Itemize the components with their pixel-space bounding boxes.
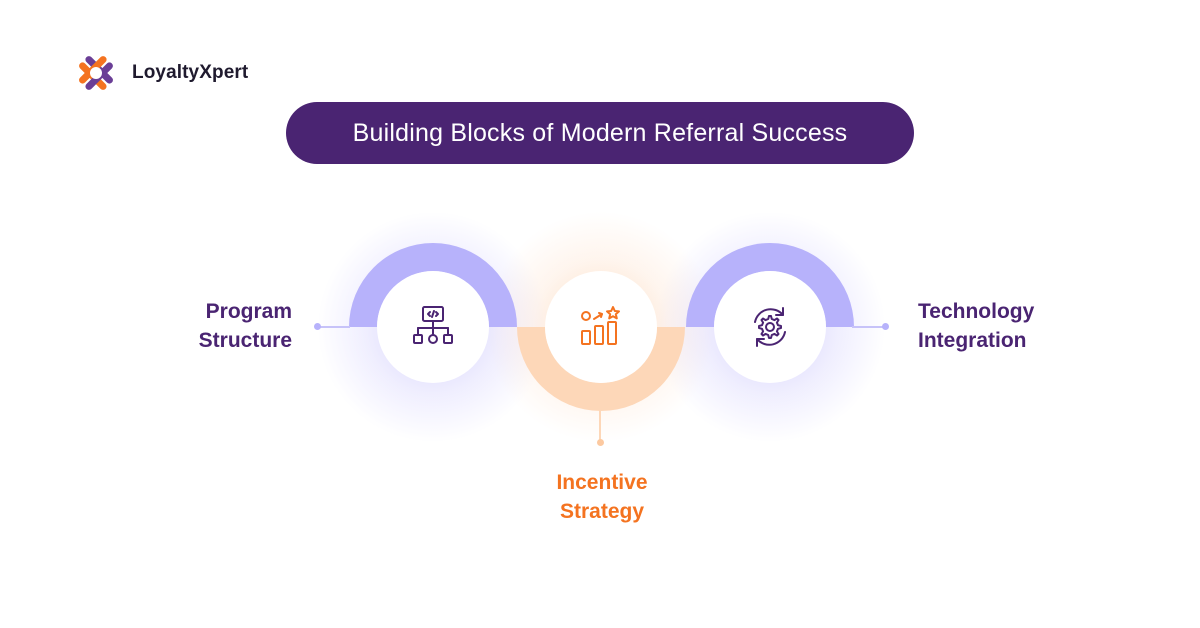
connector-dot-technology <box>882 323 889 330</box>
connector-incentive <box>599 410 601 440</box>
block-program-circle <box>377 271 489 383</box>
label-incentive-strategy: Incentive Strategy <box>522 468 682 526</box>
brand-name: LoyaltyXpert <box>132 62 249 83</box>
connector-program <box>318 326 350 328</box>
page-title: Building Blocks of Modern Referral Succe… <box>286 102 914 164</box>
label-technology-integration: Technology Integration <box>918 297 1098 355</box>
connector-dot-incentive <box>597 439 604 446</box>
label-technology-line1: Technology <box>918 300 1035 323</box>
hierarchy-code-icon <box>413 306 453 344</box>
loyaltyxpert-logo-icon <box>79 56 113 90</box>
growth-chart-star-icon <box>581 306 620 345</box>
label-incentive-line1: Incentive <box>556 471 648 494</box>
brand-logo: LoyaltyXpert <box>68 45 248 101</box>
label-program-structure: Program Structure <box>160 297 292 355</box>
label-program-line1: Program <box>205 300 292 323</box>
gear-sync-icon <box>754 307 786 347</box>
label-incentive-line2: Strategy <box>559 500 645 523</box>
label-program-line2: Structure <box>198 329 292 352</box>
connector-technology <box>852 326 884 328</box>
connector-dot-program <box>314 323 321 330</box>
label-technology-line2: Integration <box>918 329 1027 352</box>
block-incentive-circle <box>545 271 657 383</box>
block-technology-circle <box>714 271 826 383</box>
